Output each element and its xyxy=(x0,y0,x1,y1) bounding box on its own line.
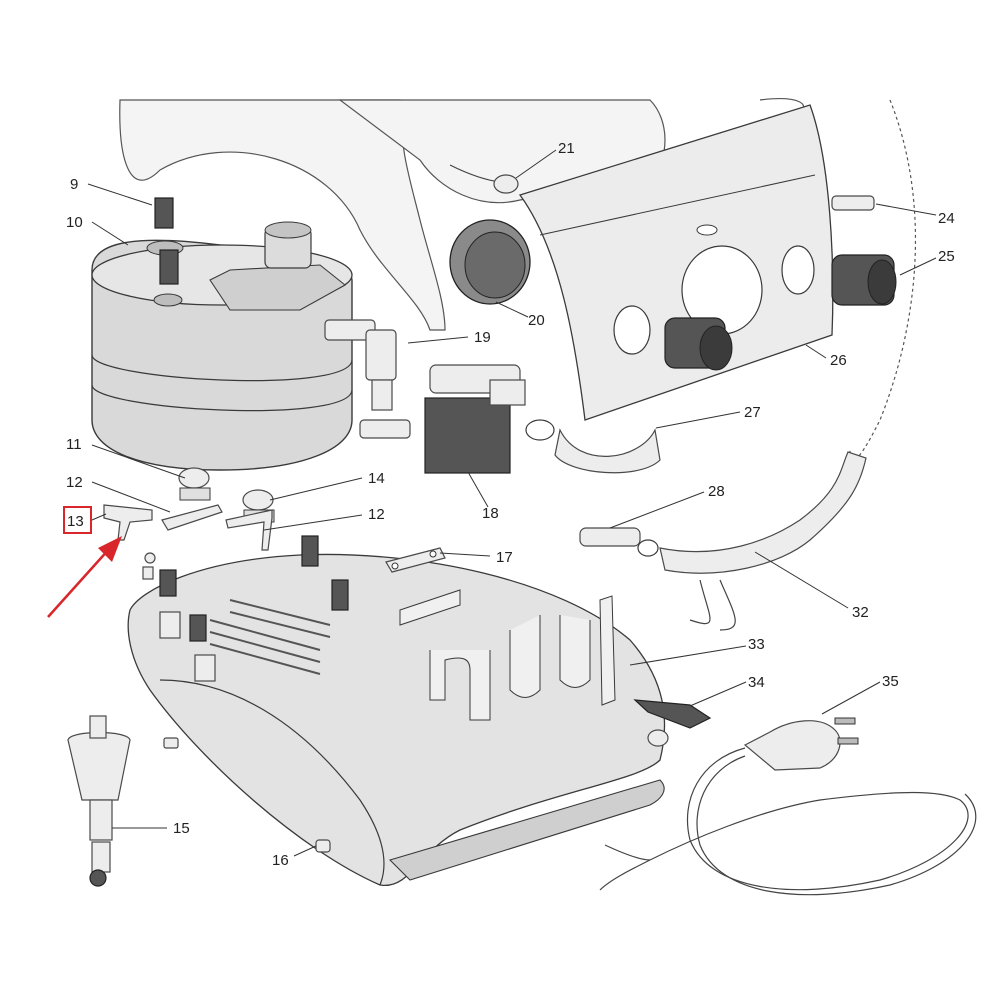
front-panel xyxy=(518,104,834,421)
leader-lines xyxy=(87,149,937,857)
base-tray xyxy=(127,535,666,886)
callout-9: 9 xyxy=(70,176,78,193)
standoff-9 xyxy=(154,197,179,285)
callout-20: 20 xyxy=(528,312,545,329)
callout-labels: 9 10 11 12 12 13 14 15 16 17 18 19 20 21… xyxy=(66,140,955,869)
hose-32 xyxy=(659,451,867,631)
microswitch-13 xyxy=(103,504,156,580)
foot-15 xyxy=(67,715,131,887)
cable-dotted-path xyxy=(849,99,917,461)
highlight-box-13 xyxy=(63,506,92,534)
solenoid-valve xyxy=(424,364,526,474)
tray-grille xyxy=(209,599,331,675)
callout-33: 33 xyxy=(748,636,765,653)
callout-18: 18 xyxy=(482,505,499,522)
connector-28 xyxy=(579,527,659,557)
callout-24: 24 xyxy=(938,210,955,227)
callout-15: 15 xyxy=(173,820,190,837)
small-nut xyxy=(163,737,179,749)
callout-10: 10 xyxy=(66,214,83,231)
highlight-arrow xyxy=(47,536,122,618)
callout-26: 26 xyxy=(830,352,847,369)
callout-21: 21 xyxy=(558,140,575,157)
callout-34: 34 xyxy=(748,674,765,691)
boiler-fitting xyxy=(324,319,411,439)
tray-posts xyxy=(159,535,349,682)
callout-19: 19 xyxy=(474,329,491,346)
clip-17 xyxy=(385,547,446,573)
callout-12-b: 12 xyxy=(368,506,385,523)
bracket-12 xyxy=(161,504,273,551)
boiler xyxy=(91,221,353,471)
callout-32: 32 xyxy=(852,604,869,621)
callout-28: 28 xyxy=(708,483,725,500)
indicator-lamp xyxy=(449,164,519,194)
thermostat-11 xyxy=(178,467,211,501)
tray-ribs xyxy=(399,589,616,721)
hose-27 xyxy=(525,419,661,474)
callout-35: 35 xyxy=(882,673,899,690)
knob xyxy=(449,219,531,305)
power-plug xyxy=(599,717,977,896)
callout-12-a: 12 xyxy=(66,474,83,491)
callout-17: 17 xyxy=(496,549,513,566)
rocker-switch-front xyxy=(664,317,733,371)
callout-13: 13 xyxy=(67,513,84,530)
terminal-24 xyxy=(831,195,875,211)
lever-34 xyxy=(633,699,712,747)
callout-11: 11 xyxy=(66,436,82,453)
callout-16: 16 xyxy=(272,852,289,869)
callout-25: 25 xyxy=(938,248,955,265)
callout-27: 27 xyxy=(744,404,761,421)
nut-16 xyxy=(315,839,331,853)
rocker-switch-25 xyxy=(831,254,897,306)
callout-14: 14 xyxy=(368,470,385,487)
